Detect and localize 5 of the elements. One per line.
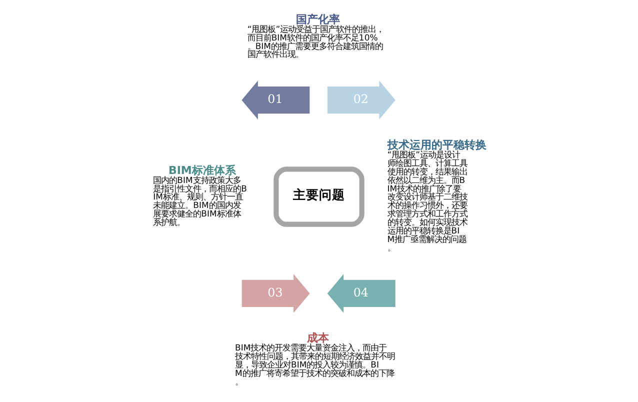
node-text: BIM标准体系 国内的BIM支持政策大多是指引性文件，而相应的BIM标准、规则、方针一直未能建立。BIM的国内发展要求健全的BIM标准体系护航。 xyxy=(153,164,247,228)
node-text: 技术运用的平稳转换 “甩图板”运动是设计师绘图工具、计算工具使用的转变，结果输出依然以二维为主。而BIM技术的推广除了要改变设计师基于二维技术的操作习惯外，还要求管理方式和工作方式的转变。如何实现技术运用的平稳转换是BIM推广亟需解决的问题。 xyxy=(387,138,486,253)
node-text: 成本 BIM技术的开发需要大量资金注入，而由于技术特性问题，其带来的短期经济效益并不明显，导致企业对BIM的投入较为谨慎。BIM的推广将寄希望于技术的突破和成本的下降。 xyxy=(235,332,396,387)
node-text: 国产化率 “甩图板”运动受益于国产软件的推出，而目前BIM软件的国产化率不足10%。BIM的推广需要更多符合建筑国情的国产软件出现。 xyxy=(247,12,384,60)
node-box: 主要问题 xyxy=(274,166,364,227)
